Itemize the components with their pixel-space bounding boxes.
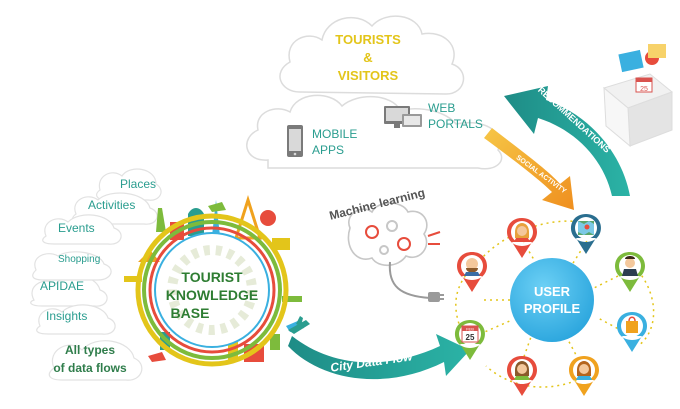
source-places: Places bbox=[120, 177, 156, 191]
brain-icon bbox=[347, 202, 444, 302]
travel-box-icon: 25 bbox=[602, 44, 673, 148]
source-activities: Activities bbox=[88, 198, 135, 212]
pin-map bbox=[571, 214, 601, 254]
user-profile-circle bbox=[510, 258, 594, 342]
airplane-icon bbox=[288, 316, 310, 334]
knowledge-base-globe bbox=[124, 195, 304, 367]
user-profile-line1: USER bbox=[534, 284, 571, 299]
mobile-apps-line1: MOBILE bbox=[312, 127, 357, 141]
tourists-cloud bbox=[246, 15, 503, 170]
recommendations-arrow bbox=[504, 86, 630, 196]
tourists-title-line3: VISITORS bbox=[338, 68, 399, 83]
calendar-day: 25 bbox=[466, 333, 475, 342]
pin-shopping-bag bbox=[617, 312, 647, 352]
calendar-month: FEB bbox=[466, 327, 474, 332]
mobile-phone-icon bbox=[287, 125, 303, 157]
knowledge-base-line2: KNOWLEDGE bbox=[166, 287, 259, 303]
pin-woman-orange bbox=[569, 356, 599, 396]
pin-man-suit bbox=[615, 252, 645, 292]
data-sources-cloud bbox=[30, 168, 162, 381]
pin-man-beard bbox=[457, 252, 487, 292]
mobile-apps-line2: APPS bbox=[312, 143, 344, 157]
source-events: Events bbox=[58, 221, 95, 235]
web-portals-line1: WEB bbox=[428, 101, 455, 115]
all-flows-line2: of data flows bbox=[53, 361, 127, 375]
box-calendar-day: 25 bbox=[640, 86, 648, 93]
social-activity-label: SOCIAL ACTIVITY bbox=[515, 154, 568, 195]
web-portals-line2: PORTALS bbox=[428, 117, 483, 131]
source-shopping: Shopping bbox=[58, 254, 100, 265]
pin-woman-green bbox=[507, 356, 537, 396]
tourists-title-line1: TOURISTS bbox=[335, 32, 401, 47]
desktop-monitor-icon bbox=[384, 106, 422, 128]
tourists-title-line2: & bbox=[363, 50, 372, 65]
all-flows-line1: All types bbox=[65, 343, 115, 357]
knowledge-base-line1: TOURIST bbox=[181, 269, 243, 285]
social-activity-arrow bbox=[484, 128, 574, 210]
source-insights: Insights bbox=[46, 309, 87, 323]
pin-woman-red bbox=[507, 218, 537, 258]
pin-calendar: FEB 25 bbox=[455, 320, 485, 360]
source-apidae: APIDAE bbox=[40, 279, 84, 293]
knowledge-base-line3: BASE bbox=[171, 305, 210, 321]
city-data-flow-arrow bbox=[288, 334, 470, 380]
user-profile-line2: PROFILE bbox=[524, 301, 581, 316]
